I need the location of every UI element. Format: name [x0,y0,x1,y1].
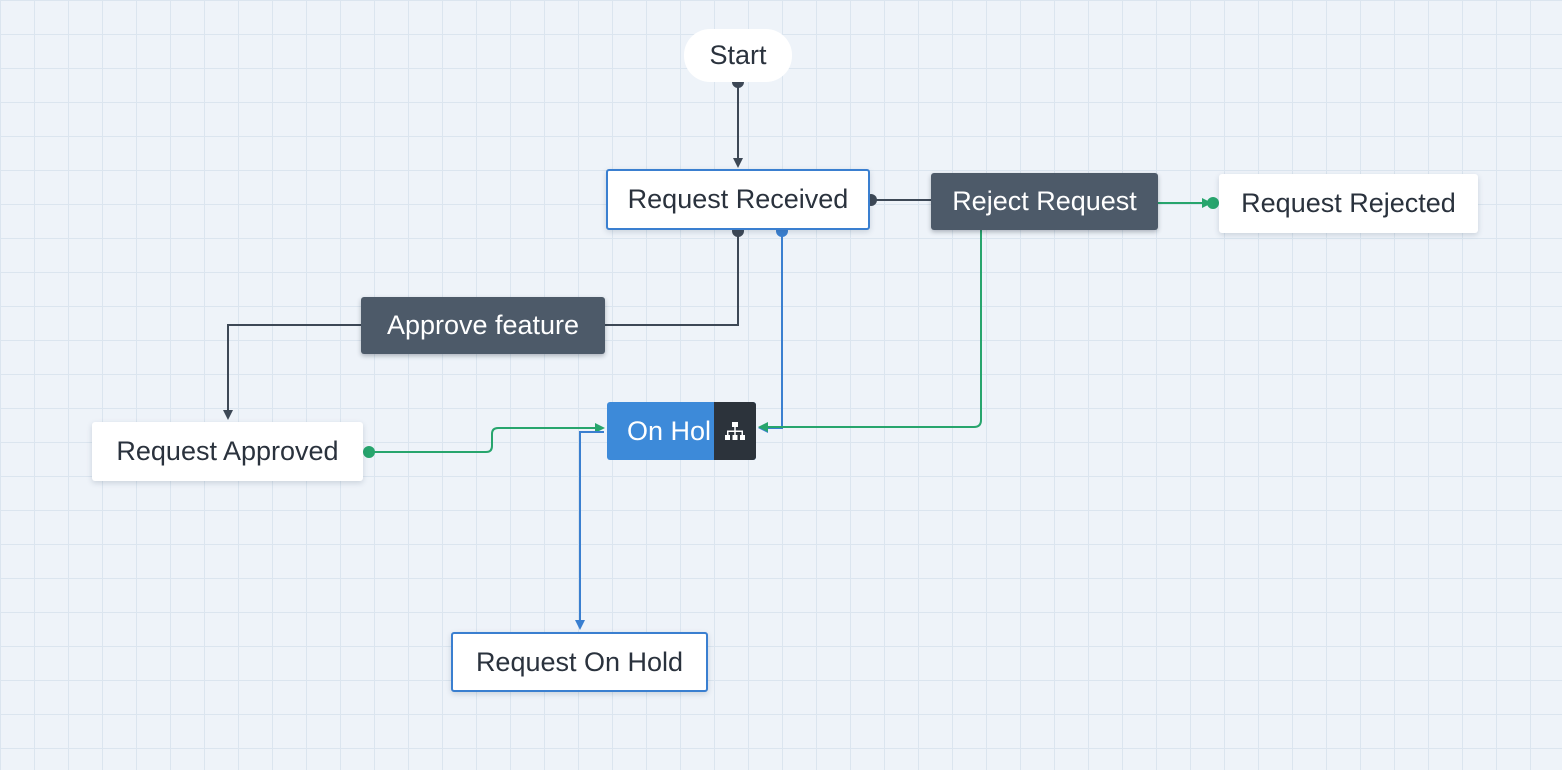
transition-approve-feature[interactable]: Approve feature [361,297,605,354]
state-request-received[interactable]: Request Received [606,169,870,230]
state-label: Request Received [627,184,849,214]
state-label: Request On Hold [475,646,684,677]
connector-approve-to-approved[interactable] [223,324,361,420]
connector-on-hold-to-request-on-hold[interactable] [575,431,604,630]
state-label: Request Rejected [1241,188,1456,218]
state-label: On Hol [627,415,712,446]
transition-label: Reject Request [952,186,1137,216]
state-on-hold-selected[interactable]: On Hol [607,402,756,460]
connector-approved-to-on-hold[interactable] [369,423,605,453]
start-node[interactable]: Start [684,29,792,82]
hierarchy-icon[interactable] [724,421,746,441]
connector-port[interactable] [1207,197,1219,209]
state-request-on-hold[interactable]: Request On Hold [451,632,708,692]
node-action-toolbar[interactable] [714,402,756,460]
state-label: Request Approved [116,436,339,466]
transition-reject-request[interactable]: Reject Request [931,173,1158,230]
connector-received-to-approve[interactable] [605,231,739,326]
connector-reject-to-on-hold[interactable] [758,210,982,432]
connector-received-to-on-hold[interactable] [758,231,783,433]
start-node-label: Start [709,40,767,70]
state-request-rejected[interactable]: Request Rejected [1219,174,1478,233]
state-request-approved[interactable]: Request Approved [92,422,363,481]
connector-port[interactable] [363,446,375,458]
transition-label: Approve feature [386,310,580,340]
